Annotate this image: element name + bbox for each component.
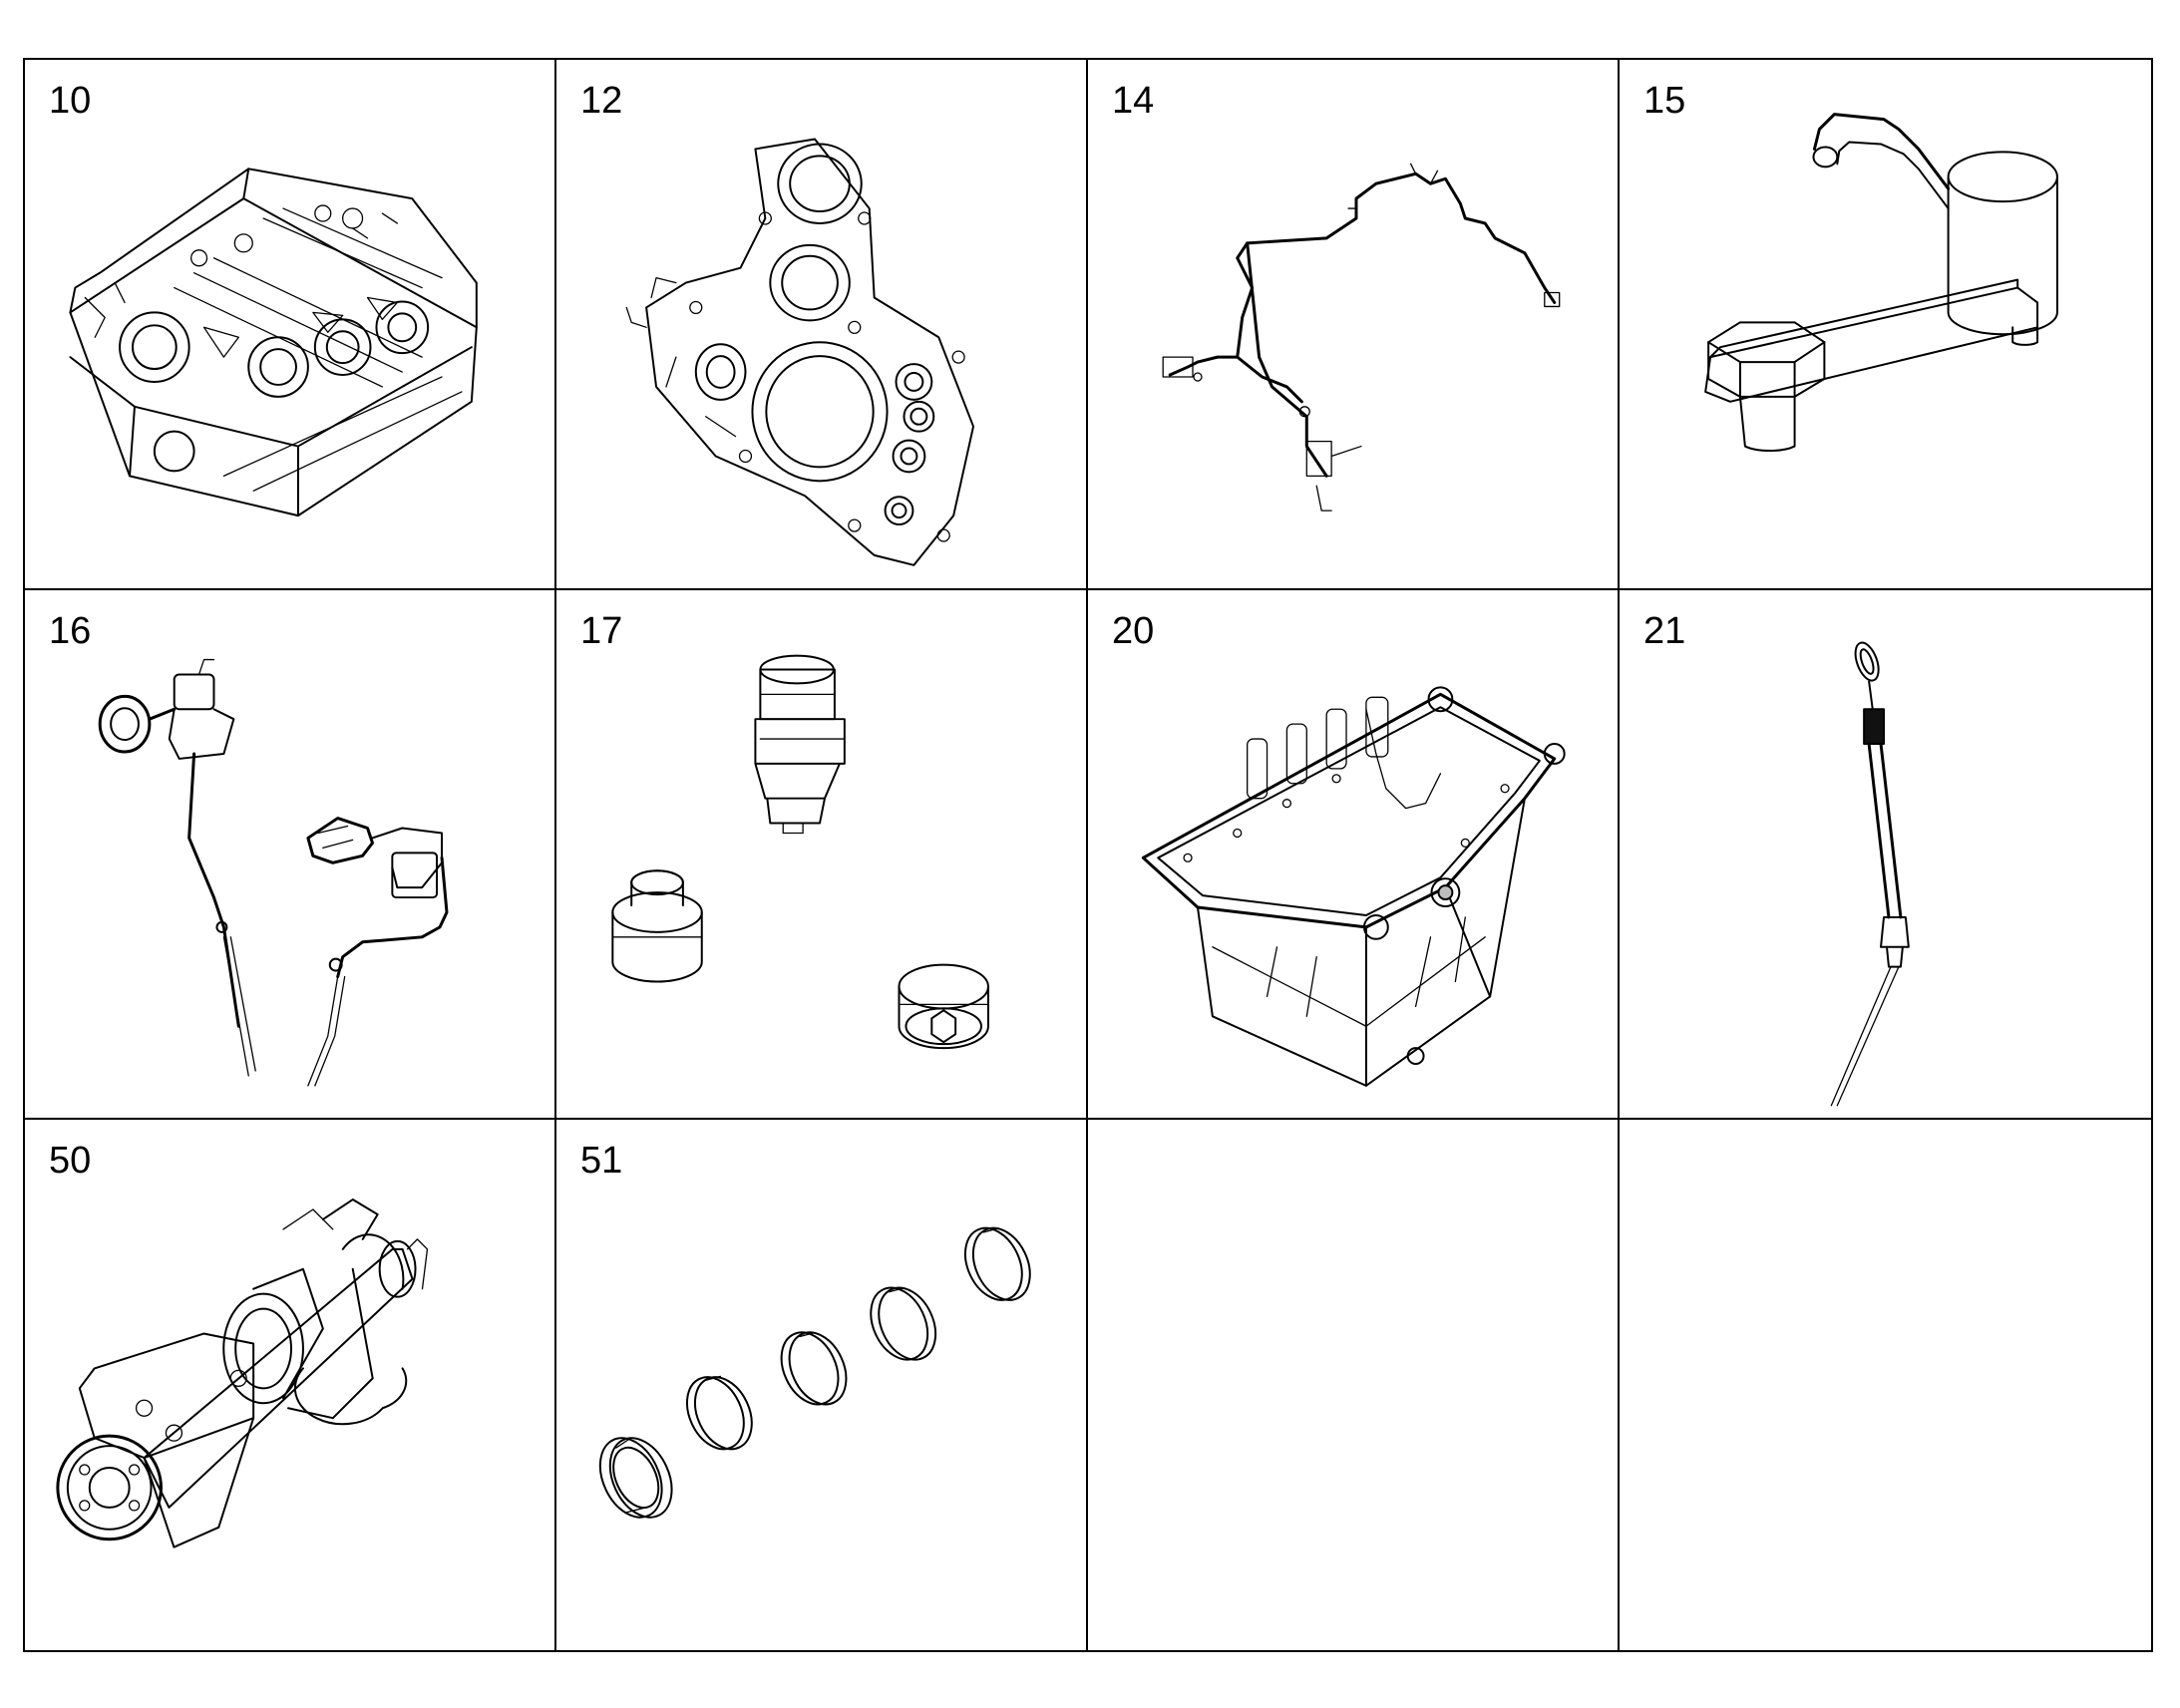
engine-block-icon: [69, 168, 478, 517]
part-number: 21: [1643, 609, 1686, 652]
part-number: 14: [1112, 80, 1155, 122]
part-cell: 51: [556, 1120, 1088, 1650]
parts-grid: 10 12: [23, 58, 2153, 1652]
part-number: 12: [580, 80, 623, 122]
oil-pan-icon: [1141, 686, 1566, 1087]
wiring-harness-icon: [1162, 163, 1561, 512]
part-number: 17: [580, 609, 623, 652]
part-cell: 20: [1088, 589, 1620, 1121]
part-cell: 16: [25, 589, 556, 1121]
part-cell: 17: [556, 589, 1088, 1121]
crankshaft-icon: [56, 1198, 429, 1549]
oil-dipstick-tube-icon: [98, 658, 449, 1087]
part-cell: 15: [1620, 60, 2151, 590]
oil-dipstick-icon: [1830, 641, 1910, 1107]
screw-plugs-icon: [611, 654, 989, 1049]
empty-cell: [1088, 1120, 1620, 1650]
part-number: 10: [49, 80, 92, 122]
part-number: 15: [1643, 80, 1686, 122]
part-cell: 14: [1088, 60, 1620, 590]
part-number: 16: [49, 609, 92, 652]
part-cell: 21: [1620, 590, 2151, 1121]
part-cell: 50: [25, 1120, 556, 1650]
oil-filter-housing-icon: [1704, 113, 2058, 452]
part-number: 51: [580, 1140, 623, 1183]
part-number: 20: [1112, 609, 1155, 652]
timing-case-cover-icon: [625, 138, 975, 566]
part-cell: 12: [556, 60, 1088, 590]
part-number: 50: [49, 1140, 92, 1183]
empty-cell: [1620, 1120, 2151, 1650]
bearing-shells-icon: [598, 1227, 1031, 1520]
part-cell: 10: [25, 60, 556, 590]
